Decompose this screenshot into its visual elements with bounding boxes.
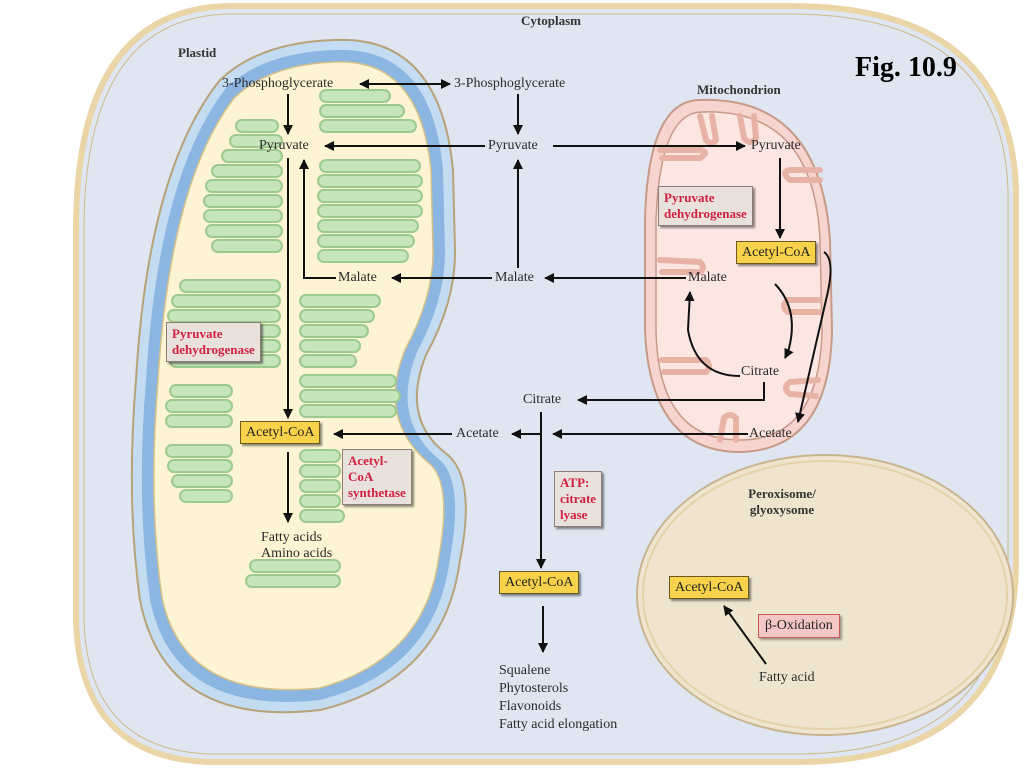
arrow-citrate-mito-to-cyto <box>577 382 765 405</box>
acetylcoa-mito-box: Acetyl-CoA <box>736 241 817 264</box>
arrow-tca-cycle <box>774 283 794 359</box>
acl-box: ATP: citrate lyase <box>554 471 603 527</box>
malate-cyto: Malate <box>495 270 534 285</box>
mitochondrion-label: Mitochondrion <box>697 82 781 97</box>
pyruvate-mito: Pyruvate <box>751 138 801 153</box>
arrow-acetylcoa-mito-to-acetate <box>795 251 832 423</box>
pathway-arrows <box>283 79 832 665</box>
pdh-mito-box: Pyruvate dehydrogenase <box>658 186 753 226</box>
pga-cyto: 3-Phosphoglycerate <box>454 76 566 91</box>
acs-box: Acetyl- CoA synthetase <box>342 449 412 505</box>
arrow-malate-plastid-to-pyruvate <box>299 159 336 279</box>
acetylcoa-cyto-box: Acetyl-CoA <box>499 571 580 594</box>
peroxisome <box>636 454 1014 736</box>
pyruvate-cyto: Pyruvate <box>488 138 538 153</box>
plastid-label: Plastid <box>178 45 217 60</box>
malate-plastid: Malate <box>338 270 377 285</box>
thylakoids <box>165 89 423 588</box>
cytoplasm-products: Squalene Phytosterols Flavonoids Fatty a… <box>499 663 618 732</box>
arrow-fattyacid-to-acetylcoa <box>723 605 767 665</box>
malate-mito: Malate <box>688 270 727 285</box>
acetylcoa-plastid-box: Acetyl-CoA <box>240 421 321 444</box>
figure-label: Fig. 10.9 <box>855 52 957 83</box>
citrate-cyto: Citrate <box>523 392 562 407</box>
fatty-acid-perox: Fatty acid <box>759 670 815 685</box>
pyruvate-plastid: Pyruvate <box>259 138 309 153</box>
acetate-mito: Acetate <box>749 426 792 441</box>
pdh-plastid-box: Pyruvate dehydrogenase <box>166 322 261 362</box>
fatty-products: Fatty acids Amino acids <box>261 530 333 561</box>
arrow-citrate-to-malate <box>684 291 741 377</box>
citrate-mito: Citrate <box>741 364 780 379</box>
peroxisome-label: Peroxisome/ glyoxysome <box>748 486 816 517</box>
cytoplasm-label: Cytoplasm <box>521 13 581 28</box>
beta-oxidation-box: β-Oxidation <box>758 614 840 638</box>
pga-plastid: 3-Phosphoglycerate <box>222 76 334 91</box>
acetylcoa-perox-box: Acetyl-CoA <box>669 576 750 599</box>
acetate-cyto: Acetate <box>456 426 499 441</box>
